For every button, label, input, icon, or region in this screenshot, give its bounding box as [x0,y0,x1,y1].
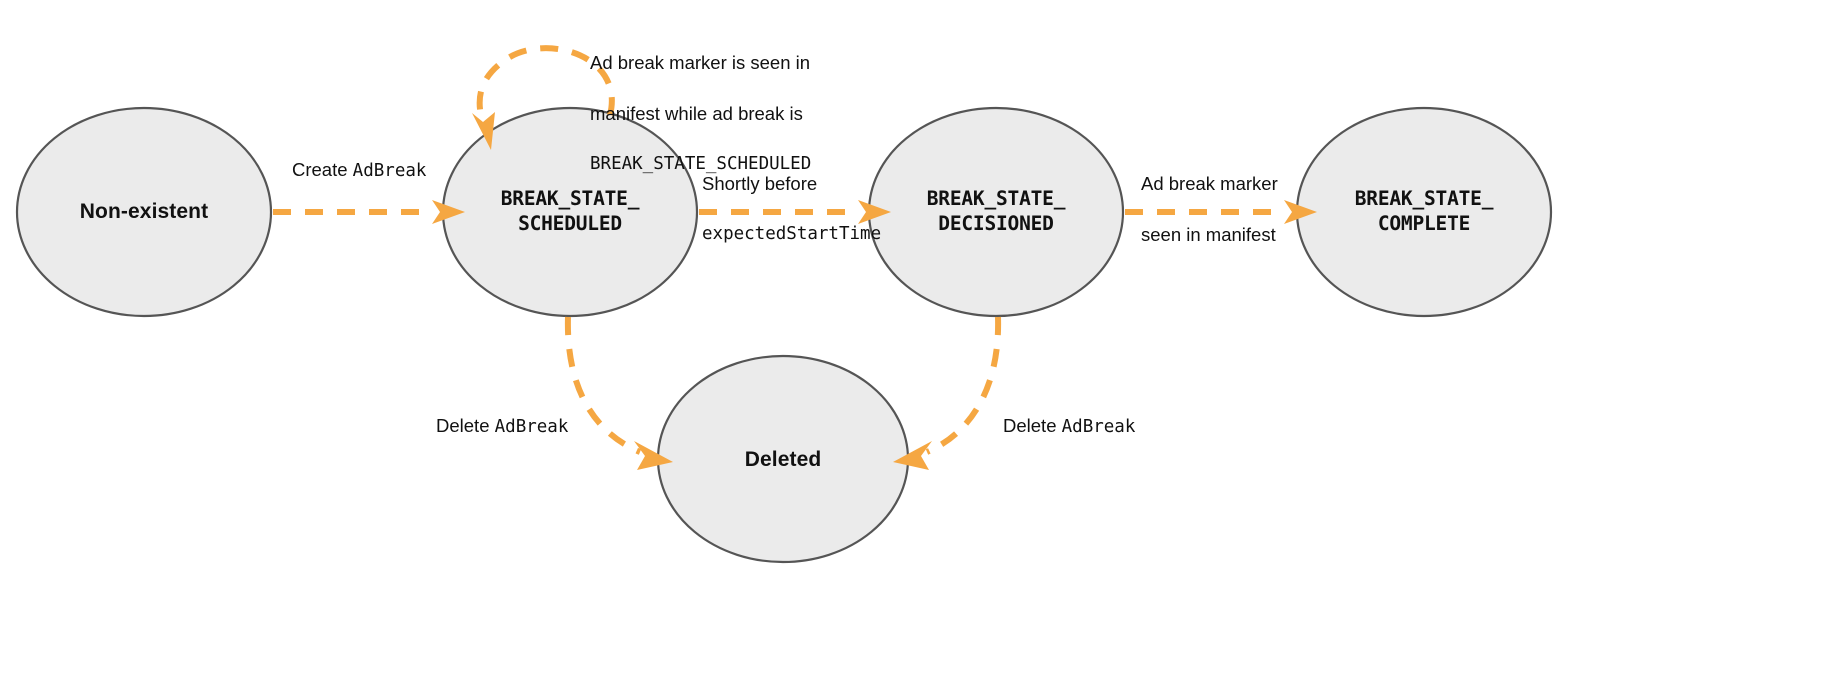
node-break-state-decisioned[interactable] [867,106,1125,318]
node-break-state-scheduled[interactable] [441,106,699,318]
arrowhead-create-adbreak [432,200,465,224]
arrowhead-decisioned-to-deleted [893,441,932,470]
arrowhead-scheduled-self-loop [472,112,495,150]
arrowhead-scheduled-to-decisioned [858,200,891,224]
arrowhead-scheduled-to-deleted [634,441,673,470]
edge-decisioned-to-complete [1125,200,1317,224]
edge-scheduled-to-decisioned [699,200,891,224]
node-break-state-complete[interactable] [1295,106,1553,318]
edge-create-adbreak [273,200,465,224]
edge-scheduled-to-deleted [564,316,673,470]
edge-decisioned-to-deleted [893,316,1002,470]
node-deleted[interactable] [656,354,910,564]
node-non-existent[interactable] [15,106,273,318]
edge-scheduled-self-loop [472,45,615,150]
arrowhead-decisioned-to-complete [1284,200,1317,224]
